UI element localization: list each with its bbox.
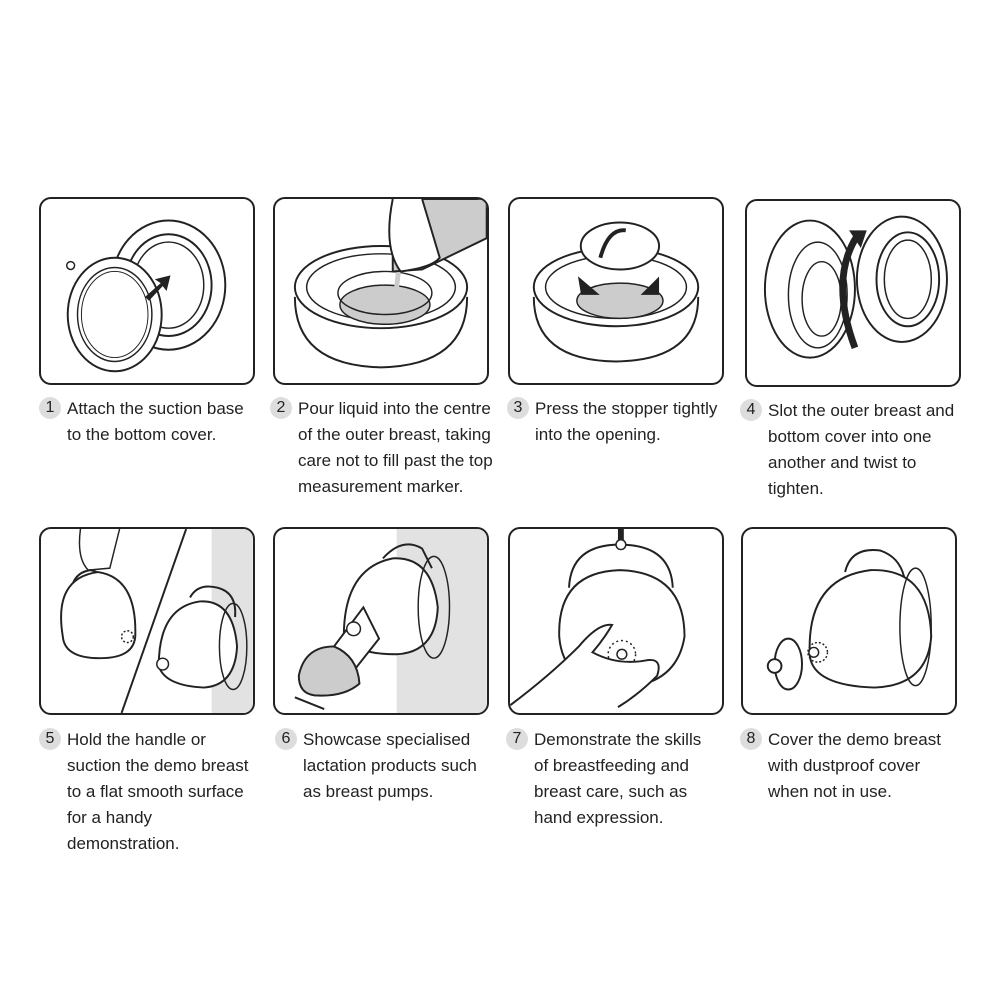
press-stopper-drawing — [532, 221, 700, 363]
step-4-caption: 4 Slot the outer breast and bottom cover… — [740, 398, 975, 502]
attach-suction-base-drawing — [66, 219, 227, 373]
step-text: Showcase specialised lactation products … — [303, 730, 477, 801]
step-7-caption: 7 Demonstrate the skills of breastfeedin… — [506, 727, 741, 831]
breast-pump-drawing — [294, 529, 487, 713]
twist-to-tighten-drawing — [763, 215, 948, 359]
step-number-badge: 4 — [740, 399, 762, 421]
step-text: Attach the suction base to the bottom co… — [67, 399, 244, 444]
step-number-badge: 3 — [507, 397, 529, 419]
step-5-caption: 5 Hold the handle or suction the demo br… — [39, 727, 274, 857]
illustration-step-8 — [741, 527, 957, 715]
step-1-caption: 1 Attach the suction base to the bottom … — [39, 396, 274, 448]
illustration-step-1 — [39, 197, 255, 385]
illustration-step-2 — [273, 197, 489, 385]
step-number-badge: 5 — [39, 728, 61, 750]
step-text: Demonstrate the skills of breastfeeding … — [534, 730, 702, 827]
step-text: Cover the demo breast with dustproof cov… — [768, 730, 941, 801]
hand-expression-drawing — [510, 529, 686, 708]
step-text: Pour liquid into the centre of the outer… — [298, 399, 493, 496]
illustration-step-5 — [39, 527, 255, 715]
step-6-caption: 6 Showcase specialised lactation product… — [275, 727, 510, 805]
step-text: Press the stopper tightly into the openi… — [535, 399, 718, 444]
step-number-badge: 6 — [275, 728, 297, 750]
step-number-badge: 7 — [506, 728, 528, 750]
illustration-step-3 — [508, 197, 724, 385]
step-text: Slot the outer breast and bottom cover i… — [768, 401, 955, 498]
pour-liquid-drawing — [293, 199, 487, 369]
illustration-step-7 — [508, 527, 724, 715]
illustration-step-4 — [745, 199, 961, 387]
dustproof-cover-drawing — [766, 549, 933, 691]
step-2-caption: 2 Pour liquid into the centre of the out… — [270, 396, 505, 500]
step-number-badge: 8 — [740, 728, 762, 750]
hold-handle-drawing — [60, 529, 253, 713]
step-8-caption: 8 Cover the demo breast with dustproof c… — [740, 727, 975, 805]
illustration-step-6 — [273, 527, 489, 715]
step-number-badge: 1 — [39, 397, 61, 419]
step-text: Hold the handle or suction the demo brea… — [67, 730, 249, 853]
step-3-caption: 3 Press the stopper tightly into the ope… — [507, 396, 742, 448]
step-number-badge: 2 — [270, 397, 292, 419]
